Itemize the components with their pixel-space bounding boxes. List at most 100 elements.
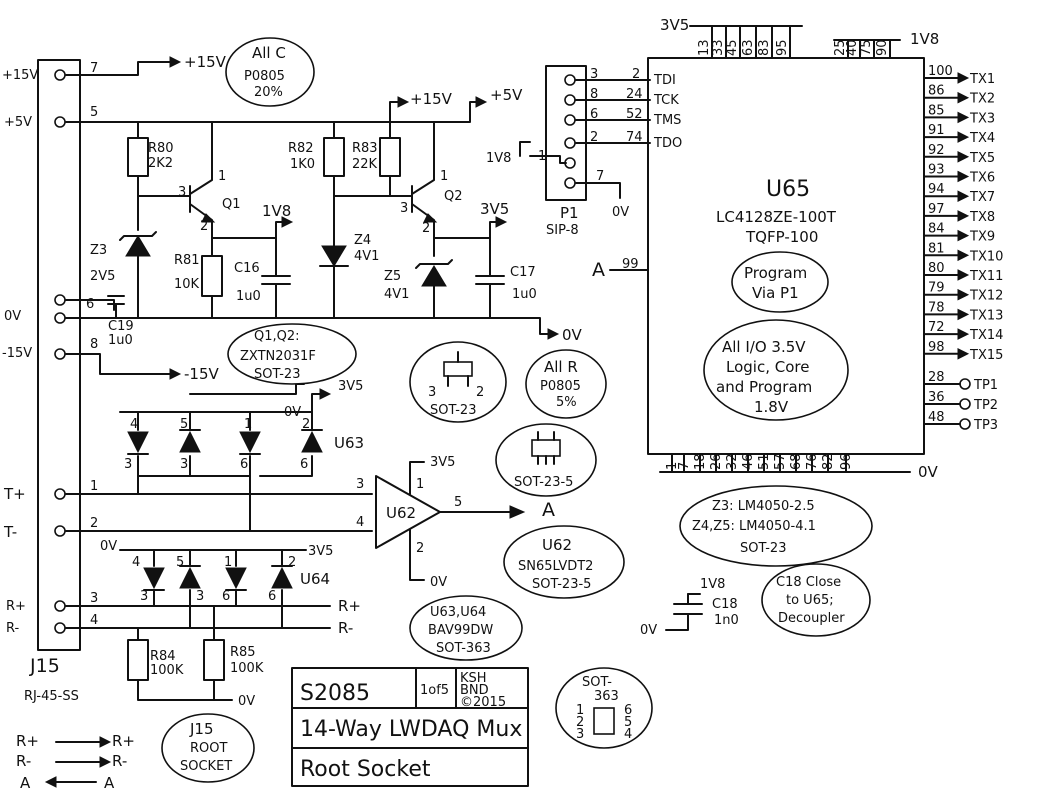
tx-pin: 94	[928, 182, 945, 197]
u64-pin: 2	[288, 555, 296, 570]
r81-value: 10K	[174, 277, 200, 292]
power-wires	[65, 56, 560, 380]
reg-3v5	[319, 121, 508, 319]
tp-label: TP2	[973, 398, 998, 413]
note-line: U63,U64	[430, 605, 486, 620]
note-line: All C	[252, 44, 286, 62]
jtag-label: TDI	[653, 73, 676, 88]
c16-value: 1u0	[236, 289, 261, 304]
u65-core-pin: 90	[875, 39, 890, 56]
u63-pin: 1	[244, 417, 252, 432]
j15-pin: 3	[90, 591, 98, 606]
u65-name: U65	[766, 177, 810, 202]
sot363-pin: 1	[576, 703, 584, 718]
u65-part: LC4128ZE-100T	[716, 208, 837, 226]
u65-gnd-pin: 18	[693, 453, 708, 470]
u62-pin: 5	[454, 495, 462, 510]
jtag-label: TCK	[653, 93, 679, 108]
tx-arrow	[957, 347, 970, 360]
q1-label: Q1	[222, 197, 241, 212]
tx-label: TX10	[969, 249, 1003, 264]
u65-input-a: A	[592, 259, 605, 281]
q2-pin: 2	[422, 221, 430, 236]
r84-label: R84	[150, 649, 176, 664]
r81-label: R81	[174, 253, 200, 268]
tx-arrow	[957, 72, 970, 84]
u65-gnd-pin: 32	[725, 453, 740, 470]
receiver-u62	[65, 461, 526, 581]
tx-label: TX4	[969, 131, 995, 146]
u65-gnd-pin: 26	[709, 453, 724, 470]
note-line: 1.8V	[754, 398, 789, 416]
u65-tap: 52	[626, 107, 643, 122]
u63-pin: 6	[300, 457, 308, 472]
u65-pin-a: 99	[622, 257, 639, 272]
u65-tap: 2	[632, 67, 640, 82]
p1-name: P1	[560, 204, 579, 222]
rail-0v-u63: 0V	[284, 405, 301, 420]
tx-pin: 93	[928, 163, 945, 178]
tp-circle	[959, 378, 971, 390]
cap-c18	[665, 593, 703, 631]
u64-pin: 1	[224, 555, 232, 570]
note-line: P0805	[244, 69, 285, 84]
u62-output-a: A	[542, 499, 555, 521]
r80-value: 2K2	[148, 156, 173, 171]
u65-vcc-pin: 63	[741, 39, 756, 56]
c17-value: 1u0	[512, 287, 537, 302]
note-program: Program Via P1	[731, 251, 829, 313]
u65-vcc-pin: 45	[725, 39, 740, 56]
tx-pin: 100	[928, 64, 953, 79]
note-line: C18 Close	[776, 575, 841, 590]
u65-core-pin: 75	[859, 39, 874, 56]
u65-gnd-pin: 82	[821, 453, 836, 470]
note-line: SN65LVDT2	[518, 559, 593, 574]
note-line: Q1,Q2:	[254, 329, 300, 344]
diode-u63	[119, 383, 332, 532]
tp-pin: 48	[928, 410, 945, 425]
header-p1	[519, 65, 651, 201]
q2-pin: 3	[400, 201, 408, 216]
u64-label: U64	[300, 570, 330, 588]
u62-label: U62	[386, 504, 416, 522]
note-q1q2: Q1,Q2: ZXTN2031F SOT-23	[227, 323, 357, 385]
left-labels: +15V +5V 0V -15V T+ T- R+ R-	[2, 68, 38, 636]
tx-label: TX6	[969, 171, 995, 186]
note-line: 3	[428, 385, 436, 400]
label-p5: +5V	[4, 115, 32, 130]
legend-to: A	[104, 774, 115, 792]
note-line: 2	[476, 385, 484, 400]
title-block: S2085 1of5 KSH BND ©2015 14-Way LWDAQ Mu…	[291, 667, 529, 787]
legend-from: R+	[16, 732, 39, 750]
note-line: SOT-23	[740, 541, 786, 556]
sot363-pin: 5	[624, 715, 632, 730]
u63-pin: 3	[180, 457, 188, 472]
label-tp: T+	[3, 485, 26, 503]
tp-label: TP3	[973, 418, 998, 433]
u65-gnd-pin: 7	[677, 462, 692, 470]
u62-pin: 3	[356, 477, 364, 492]
c18-value: 1n0	[714, 613, 739, 628]
j15-pin: 5	[90, 105, 98, 120]
note-line: SOCKET	[180, 759, 232, 774]
note-line: Via P1	[752, 284, 799, 302]
u65-gnd-pin: 1	[665, 462, 680, 470]
note-line: Logic, Core	[726, 358, 809, 376]
u65-gnd-pin: 46	[741, 453, 756, 470]
u65-tap: 74	[626, 130, 643, 145]
tx-label: TX13	[969, 308, 1003, 323]
note-line: U62	[542, 536, 572, 554]
sot363-pin: 4	[624, 727, 632, 742]
u64-pin: 5	[176, 555, 184, 570]
u63-pin: 2	[302, 417, 310, 432]
j15-pin: 4	[90, 613, 98, 628]
r83-value: 22K	[352, 157, 378, 172]
tx-arrow	[957, 288, 970, 301]
u65-gnd-pin: 57	[773, 453, 788, 470]
note-u63-u64: U63,U64 BAV99DW SOT-363	[409, 595, 523, 661]
tx-pin: 85	[928, 103, 945, 118]
rail-0v-u65: 0V	[918, 463, 939, 481]
label-tm: T-	[3, 523, 17, 541]
note-line: All I/O 3.5V	[722, 338, 806, 356]
rail-0v-u64: 0V	[100, 539, 117, 554]
